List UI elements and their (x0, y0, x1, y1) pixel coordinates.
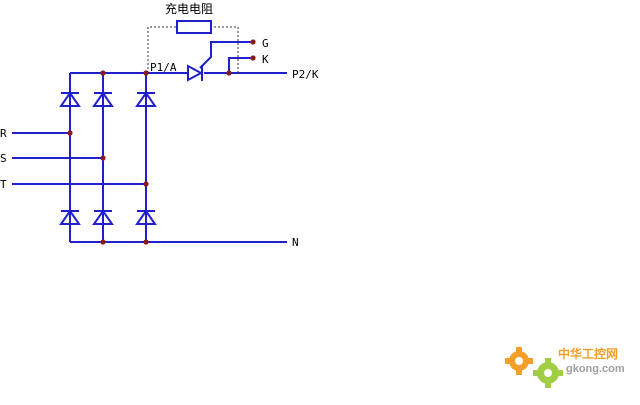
watermark: 中华工控网 gkong.com (505, 346, 625, 388)
charging-resistor-group (147, 20, 239, 73)
resistor-label: 充电电阻 (165, 1, 213, 16)
p2k-label: P2/K (292, 68, 319, 81)
cathode-terminal-label: K (262, 53, 269, 66)
node-s (100, 155, 106, 161)
lower-diodes (59, 209, 157, 225)
node-top-3 (143, 70, 149, 76)
gate-terminal-label: G (262, 37, 269, 50)
diode-upper-3 (135, 91, 157, 107)
node-bottom-3 (143, 239, 149, 245)
gate-lead-wire (199, 41, 253, 69)
cathode-lead-wire (228, 57, 253, 73)
node-g-terminal (250, 39, 256, 45)
junction-nodes (67, 39, 256, 245)
node-t (143, 181, 149, 187)
node-bottom-2 (100, 239, 106, 245)
upper-diodes (59, 91, 157, 107)
phase-t-label: T (0, 178, 7, 191)
diode-lower-3 (135, 209, 157, 225)
phase-s-label: S (0, 152, 7, 165)
node-cathode (226, 70, 232, 76)
watermark-domain: gkong.com (566, 363, 625, 375)
phase-r-label: R (0, 127, 7, 140)
diode-upper-1 (59, 91, 81, 107)
node-r (67, 130, 73, 136)
node-top-2 (100, 70, 106, 76)
charging-resistor (176, 20, 212, 34)
node-k-terminal (250, 55, 256, 61)
diode-upper-2 (92, 91, 114, 107)
p1a-label: P1/A (150, 61, 177, 74)
n-label: N (292, 236, 299, 249)
diode-lower-2 (92, 209, 114, 225)
watermark-brand: 中华工控网 (558, 346, 618, 361)
gear-icon (505, 347, 563, 388)
thyristor (187, 64, 204, 82)
diode-lower-1 (59, 209, 81, 225)
